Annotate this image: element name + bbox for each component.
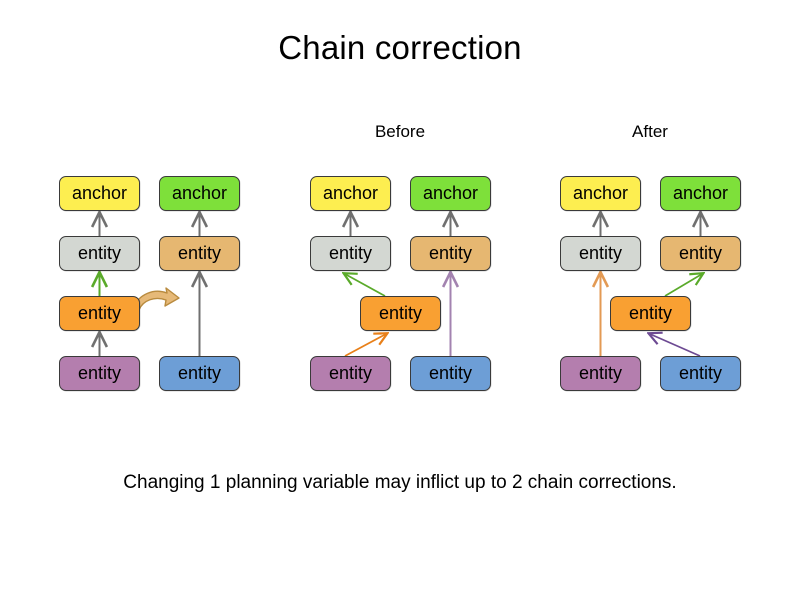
label-after: After: [632, 122, 668, 141]
node-g1-anchor-left[interactable]: anchor: [59, 176, 140, 211]
node-g2-entity-blue[interactable]: entity: [410, 356, 491, 391]
move-entity-arrow: [132, 287, 180, 311]
node-g1-entity-blue[interactable]: entity: [159, 356, 240, 391]
node-g3-entity-blue[interactable]: entity: [660, 356, 741, 391]
node-g3-entity-tan[interactable]: entity: [660, 236, 741, 271]
edge-g2-purple-to-orange: [344, 334, 386, 357]
node-g1-entity-orange[interactable]: entity: [59, 296, 140, 331]
node-g2-anchor-left[interactable]: anchor: [310, 176, 391, 211]
node-g1-entity-tan[interactable]: entity: [159, 236, 240, 271]
node-g3-entity-orange[interactable]: entity: [610, 296, 691, 331]
node-g3-entity-gray[interactable]: entity: [560, 236, 641, 271]
edge-g3-orange-to-tan: [664, 274, 702, 297]
node-g2-entity-gray[interactable]: entity: [310, 236, 391, 271]
edge-g2-orange-to-gray: [345, 274, 386, 297]
node-g2-anchor-right[interactable]: anchor: [410, 176, 491, 211]
node-g2-entity-orange[interactable]: entity: [360, 296, 441, 331]
node-g3-entity-purple[interactable]: entity: [560, 356, 641, 391]
node-g1-entity-gray[interactable]: entity: [59, 236, 140, 271]
node-g1-entity-purple[interactable]: entity: [59, 356, 140, 391]
node-g1-anchor-right[interactable]: anchor: [159, 176, 240, 211]
page-title: Chain correction: [278, 29, 522, 66]
node-g2-entity-tan[interactable]: entity: [410, 236, 491, 271]
node-g3-anchor-left[interactable]: anchor: [560, 176, 641, 211]
label-before: Before: [374, 122, 426, 141]
node-g2-entity-purple[interactable]: entity: [310, 356, 391, 391]
slide-caption: Changing 1 planning variable may inflict…: [123, 472, 677, 493]
edge-g3-blue-to-orange: [650, 334, 701, 357]
node-g3-anchor-right[interactable]: anchor: [660, 176, 741, 211]
